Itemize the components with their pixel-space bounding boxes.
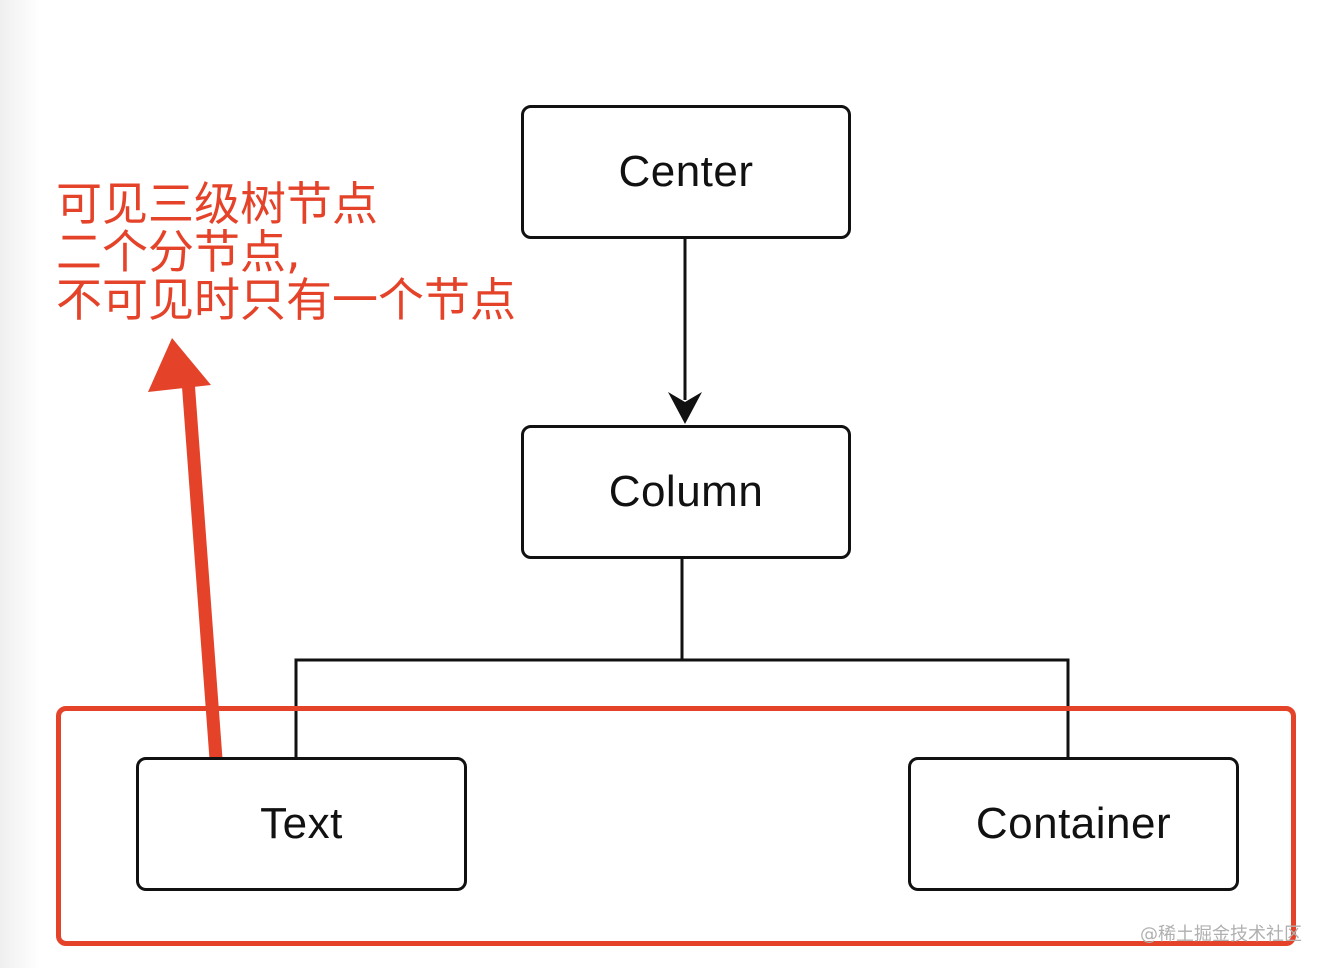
node-column: Column [521,425,851,559]
highlight-box [56,706,1296,946]
node-center-label: Center [618,147,754,196]
node-container-label: Container [975,799,1172,848]
red-arrow-shaft [181,373,225,793]
annotation-line: 不可见时只有一个节点 [56,273,516,327]
node-column-label: Column [608,467,764,516]
annotation-note: 可见三级树节点 二个分节点, 不可见时只有一个节点 [56,180,516,324]
watermark: @稀土掘金技术社区 [1140,924,1302,945]
arrowhead-icon [668,392,702,424]
node-text-label: Text [260,799,343,848]
node-container: Container [908,757,1239,891]
page-edge-shade [0,0,40,968]
node-text: Text [136,757,467,891]
annotation-line: 二个分节点, [56,225,301,279]
annotation-line: 可见三级树节点 [56,177,378,231]
red-arrow-head-icon [148,338,211,392]
node-center: Center [521,105,851,239]
